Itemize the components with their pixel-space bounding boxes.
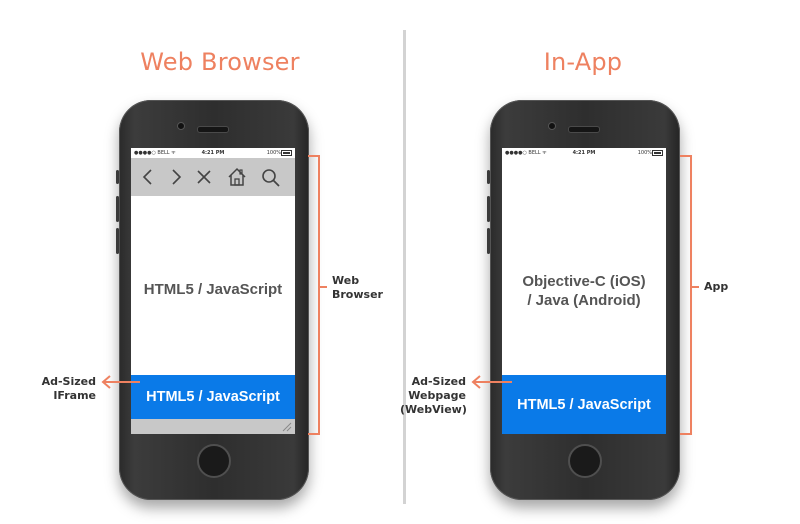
label-line: Ad-Sized (411, 375, 466, 388)
web-browser-bracket-label: Web Browser (332, 274, 383, 302)
status-time: 4:21 PM (201, 150, 225, 156)
resize-grip-icon (282, 422, 292, 432)
camera-icon (548, 122, 556, 130)
home-icon[interactable] (227, 167, 247, 187)
volume-button (116, 228, 119, 254)
close-icon[interactable] (195, 168, 213, 186)
home-button[interactable] (197, 444, 231, 478)
speaker-grille (197, 126, 229, 133)
speaker-grille (568, 126, 600, 133)
carrier-signal: ●●●●○ BELL ᯤ (505, 150, 547, 156)
status-bar: ●●●●○ BELL ᯤ 4:21 PM 100% (502, 148, 666, 158)
label-line: App (704, 280, 729, 293)
volume-button (487, 228, 490, 254)
carrier-signal: ●●●●○ BELL ᯤ (134, 150, 176, 156)
forward-icon[interactable] (167, 168, 185, 186)
volume-button (116, 196, 119, 222)
iframe-arrow-head (101, 375, 111, 389)
browser-bottom-bar (131, 419, 295, 434)
app-content-text-line2: / Java (Android) (527, 292, 641, 309)
side-button (487, 170, 490, 184)
side-button (116, 170, 119, 184)
camera-icon (177, 122, 185, 130)
back-icon[interactable] (139, 168, 157, 186)
in-app-heading: In-App (543, 48, 623, 76)
battery-icon (652, 150, 663, 156)
label-line: Web (332, 274, 360, 287)
center-divider (403, 30, 406, 504)
web-browser-bracket (308, 155, 320, 435)
webview-arrow-head (471, 375, 481, 389)
battery-percent: 100% (266, 150, 281, 156)
app-bracket (680, 155, 692, 435)
right-screen: ●●●●○ BELL ᯤ 4:21 PM 100% Objective-C (i… (502, 148, 666, 434)
webview-arrow-label: Ad-Sized Webpage (WebView) (400, 375, 467, 417)
app-bracket-label: App (704, 280, 728, 294)
web-browser-heading: Web Browser (140, 48, 300, 76)
page-content-text: HTML5 / JavaScript (143, 281, 283, 298)
ad-iframe[interactable]: HTML5 / JavaScript (131, 375, 295, 419)
label-line: (WebView) (400, 403, 467, 416)
left-screen: ●●●●○ BELL ᯤ 4:21 PM 100% HTML5 / JavaSc… (131, 148, 295, 434)
label-line: Browser (332, 288, 383, 301)
battery-icon (281, 150, 292, 156)
battery-percent: 100% (637, 150, 652, 156)
status-bar: ●●●●○ BELL ᯤ 4:21 PM 100% (131, 148, 295, 158)
label-line: Ad-Sized (41, 375, 96, 388)
app-content-text-line1: Objective-C (iOS) (522, 273, 646, 290)
ad-webview[interactable]: HTML5 / JavaScript (502, 375, 666, 434)
browser-toolbar (131, 158, 295, 196)
home-button[interactable] (568, 444, 602, 478)
iframe-arrow-label: Ad-Sized IFrame (38, 375, 96, 403)
left-phone: ●●●●○ BELL ᯤ 4:21 PM 100% HTML5 / JavaSc… (116, 100, 309, 500)
label-line: IFrame (53, 389, 96, 402)
label-line: Webpage (408, 389, 466, 402)
status-time: 4:21 PM (572, 150, 596, 156)
volume-button (487, 196, 490, 222)
right-phone: ●●●●○ BELL ᯤ 4:21 PM 100% Objective-C (i… (487, 100, 680, 500)
search-icon[interactable] (261, 168, 281, 188)
